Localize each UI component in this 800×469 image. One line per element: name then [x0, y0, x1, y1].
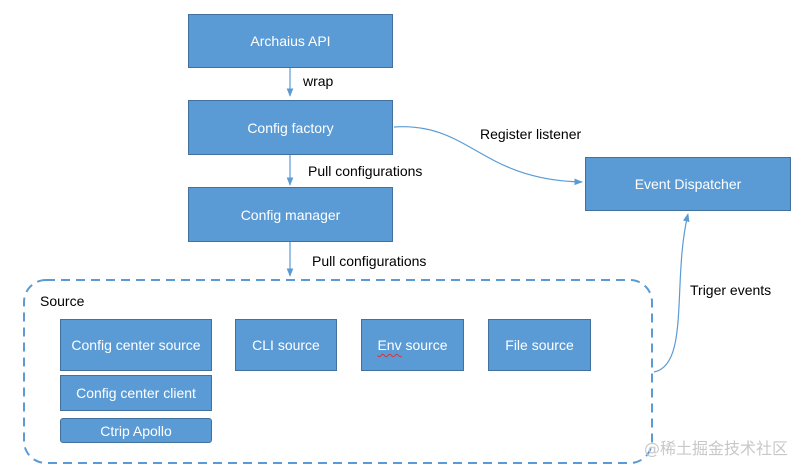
- edge-triger-events-line: [653, 213, 690, 373]
- edge-label-pull-configurations-2: Pull configurations: [312, 253, 427, 269]
- edge-label-pull-configurations-1: Pull configurations: [308, 163, 423, 179]
- node-config-manager: Config manager: [188, 187, 393, 242]
- edge-register-listener-line: [393, 126, 583, 186]
- node-config-center-client: Config center client: [60, 375, 212, 411]
- edge-label-triger-events: Triger events: [690, 282, 772, 298]
- node-config-factory: Config factory: [188, 100, 393, 155]
- source-group-border: [23, 279, 653, 464]
- node-file-source: File source: [488, 319, 591, 371]
- node-env-source: Env source: [361, 319, 464, 371]
- node-cli-source: CLI source: [235, 319, 337, 371]
- edge-label-wrap: wrap: [303, 73, 334, 89]
- env-source-suffix: source: [401, 337, 448, 353]
- edge-label-register-listener: Register listener: [480, 126, 582, 142]
- watermark: @稀土掘金技术社区: [643, 439, 788, 458]
- node-ctrip-apollo: Ctrip Apollo: [60, 418, 212, 443]
- source-group-title: Source: [40, 293, 85, 309]
- node-event-dispatcher: Event Dispatcher: [585, 157, 791, 211]
- env-source-word: Env: [377, 337, 402, 353]
- node-archaius-api: Archaius API: [188, 14, 393, 68]
- node-config-center-source: Config center source: [60, 319, 212, 371]
